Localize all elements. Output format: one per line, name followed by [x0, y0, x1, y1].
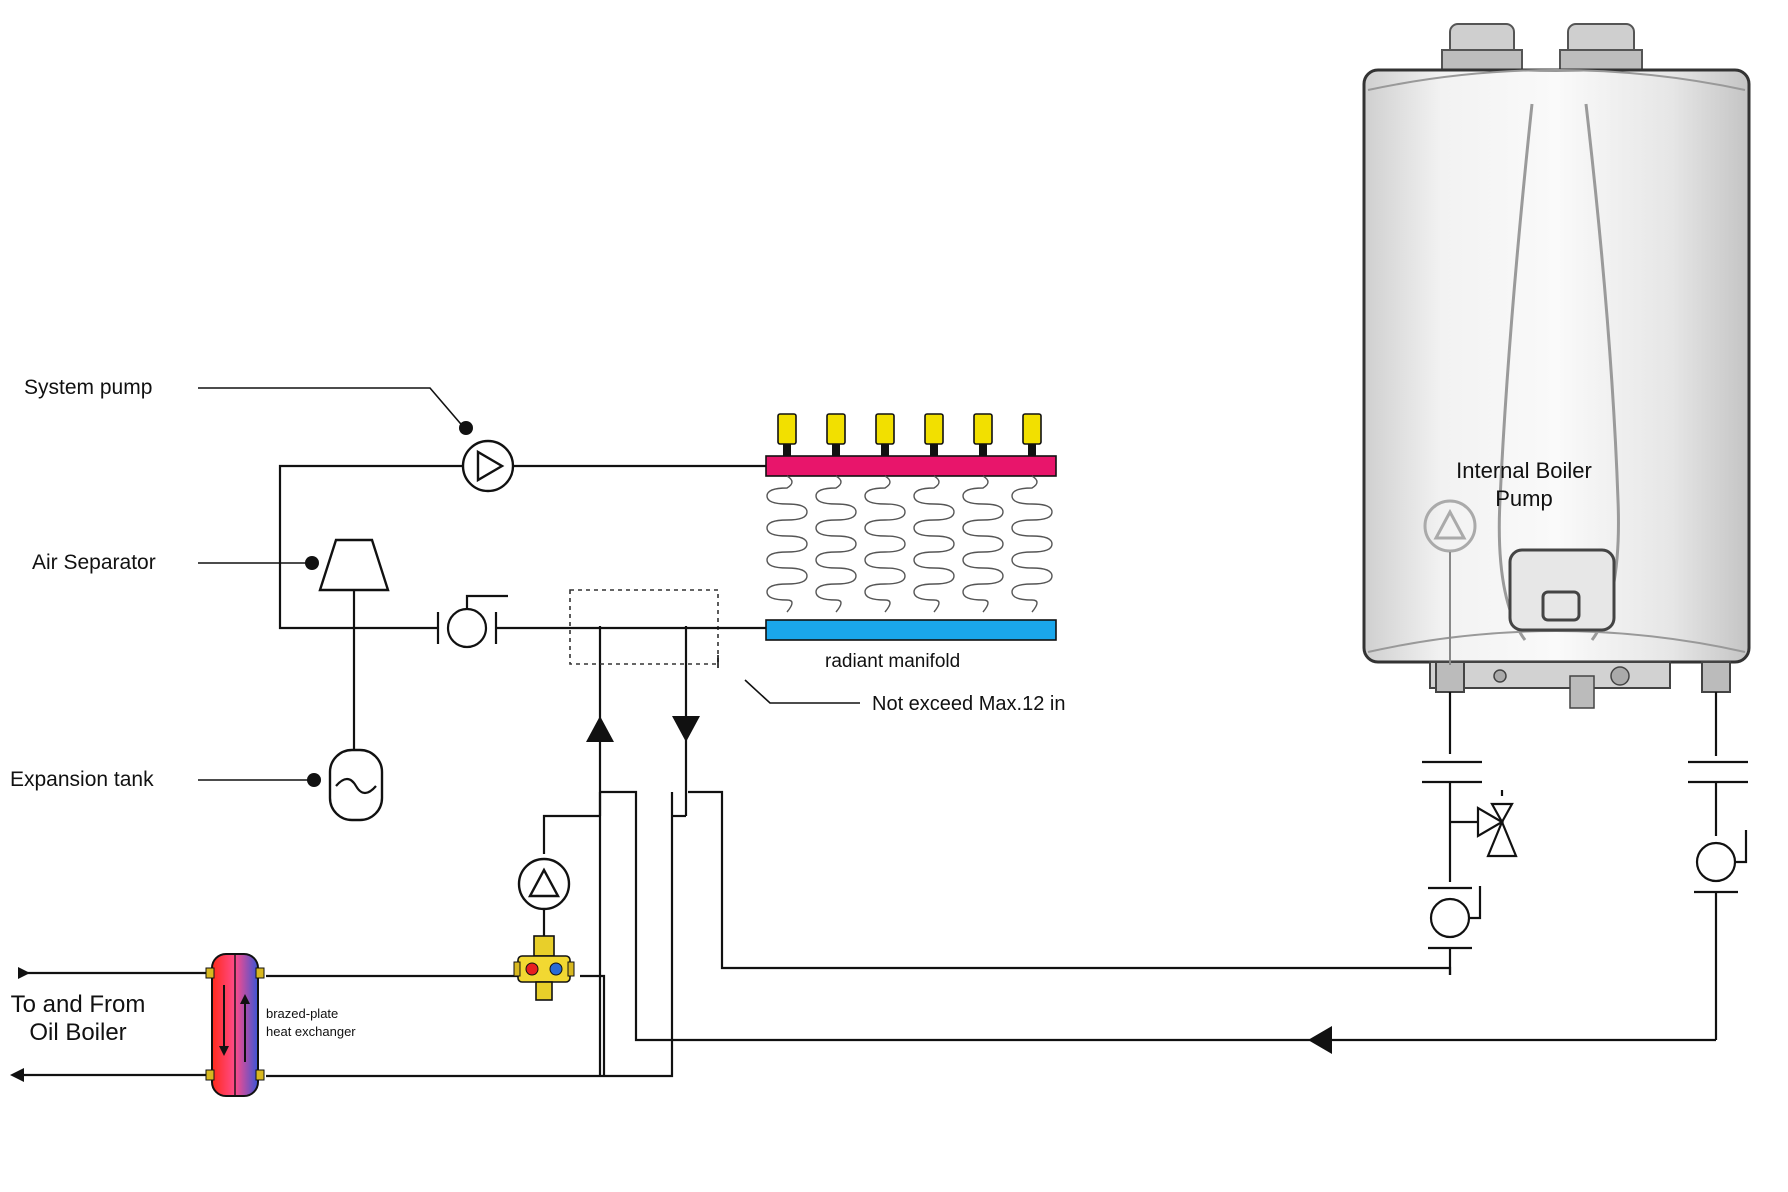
oil-boiler-label-2: Oil Boiler [29, 1019, 126, 1046]
radiant-manifold-label: radiant manifold [825, 651, 960, 672]
expansion-tank-label: Expansion tank [10, 768, 154, 791]
internal-boiler-pump-label-2: Pump [1495, 486, 1552, 511]
air-separator-icon [318, 538, 390, 754]
supply-header [765, 455, 1057, 477]
oil-boiler-lines [10, 967, 206, 1082]
relief-valve-icon [1476, 806, 1505, 838]
not-exceed-label: Not exceed Max.12 in [872, 693, 1065, 715]
system-pump-icon [461, 439, 515, 493]
expansion-tank-icon [328, 748, 384, 822]
air-separator-label: Air Separator [32, 551, 156, 574]
injection-pump-icon [517, 857, 571, 911]
boiler-supply-leg [1422, 692, 1518, 975]
system-pump-leader [198, 387, 467, 431]
actuator-icon [777, 413, 1042, 456]
not-exceed-leader [744, 679, 860, 704]
oil-boiler-label: To and From [11, 991, 146, 1018]
boiler-return-pipe [600, 790, 1716, 1042]
loop-left [278, 464, 464, 630]
internal-boiler-pump-icon [1423, 499, 1477, 665]
heat-exchanger-icon [205, 953, 265, 1097]
flow-arrow [1308, 1026, 1332, 1054]
system-pump-label: System pump [24, 376, 152, 399]
closely-spaced-tees [569, 589, 719, 816]
hx-label: brazed-plate [266, 1006, 338, 1021]
internal-boiler-pump-label: Internal Boiler [1456, 458, 1592, 483]
radiant-tubing [766, 475, 1053, 613]
return-header [765, 619, 1057, 641]
wall-hung-boiler [1362, 23, 1751, 709]
boiler-return-leg [1688, 692, 1748, 1040]
check-valve-icon [446, 594, 508, 649]
mixing-valve-icon [513, 935, 575, 1001]
hx-label-2: heat exchanger [266, 1024, 356, 1039]
boiler-supply-pipe [688, 790, 1452, 975]
radiant-manifold [765, 413, 1057, 641]
